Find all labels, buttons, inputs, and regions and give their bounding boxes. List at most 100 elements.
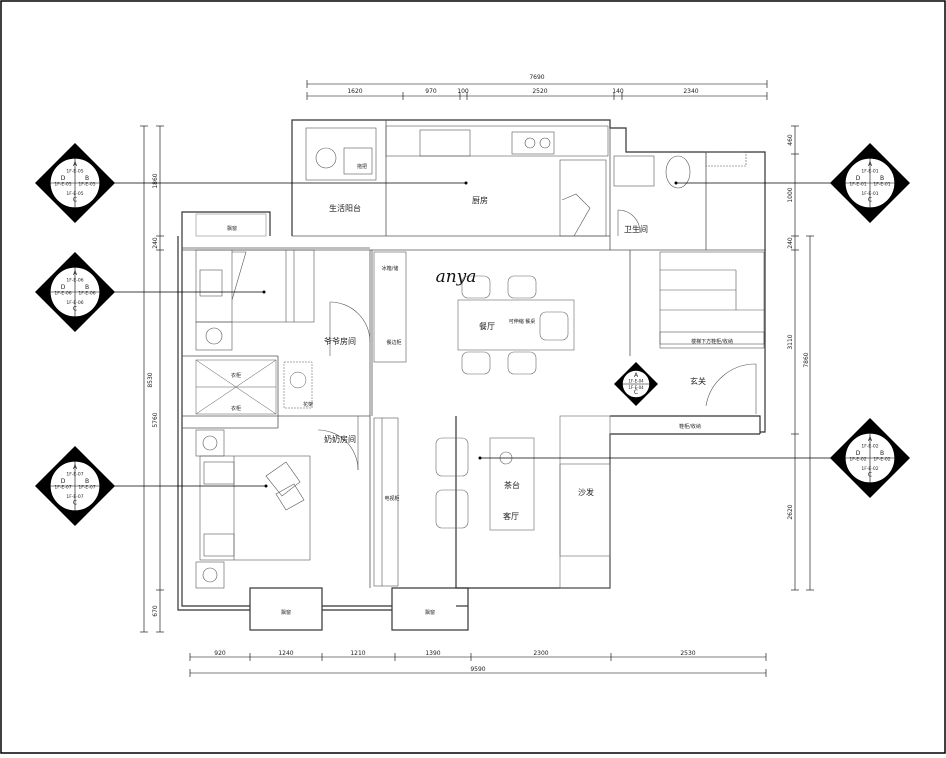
marker-code-d: 1F-E-07 <box>54 484 71 490</box>
dim-left-total: 8530 <box>147 372 154 387</box>
label-sofa: 沙发 <box>578 487 594 497</box>
dimension-top <box>306 80 768 100</box>
room-dining: 餐厅 <box>479 322 495 331</box>
marker-code-b: 1F-E-01 <box>873 181 890 187</box>
label-fridge: 冰箱/储 <box>382 265 399 272</box>
marker-code-a: 1F-E-05 <box>66 169 83 175</box>
dim-bottom-4: 1390 <box>425 650 440 657</box>
marker-letter-a: A <box>868 161 873 168</box>
dining-furniture <box>457 275 575 375</box>
wardrobe-block <box>195 359 313 415</box>
marker-code-b: 1F-E-06 <box>78 290 95 296</box>
dim-left-4: 670 <box>152 605 159 617</box>
bay-window-top <box>195 213 267 237</box>
dim-top-1: 1620 <box>347 88 362 95</box>
marker-code-c: 1F-E-06 <box>66 300 83 306</box>
marker-code-d: 1F-E-02 <box>849 456 866 462</box>
leader-lines <box>108 182 840 487</box>
marker-code-a: 1F-E-06 <box>66 278 83 284</box>
marker-code-a: 1F-E-02 <box>861 444 878 450</box>
marker-letter-d: D <box>61 478 66 485</box>
dim-bottom-5: 2300 <box>533 650 548 657</box>
label-tea-table: 茶台 <box>504 480 520 490</box>
marker-code-a: 1F-E-01 <box>861 169 878 175</box>
marker-code-c: 1F-E-01 <box>861 191 878 197</box>
label-wardrobe-b: 衣柜 <box>231 405 241 412</box>
label-sideboard: 餐边柜 <box>386 339 401 346</box>
marker-letter-d: D <box>61 175 66 182</box>
marker-letter-b: B <box>85 175 89 182</box>
dim-left-2: 240 <box>152 237 159 249</box>
marker-letter-a: A <box>73 270 78 277</box>
dim-right-4: 3110 <box>787 334 794 349</box>
marker-letter-c: C <box>868 196 872 203</box>
partitions <box>182 120 766 588</box>
room-grandpa: 爷爷房间 <box>324 336 356 346</box>
marker-letter-b: B <box>85 284 89 291</box>
label-stair-cabinet: 楼梯下方鞋柜/收纳 <box>691 338 733 345</box>
marker-code-c: 1F-E-04 <box>628 385 644 390</box>
grandpa-room-furniture <box>195 249 407 363</box>
marker-letter-c: C <box>634 389 638 396</box>
marker-code-a: 1F-E-07 <box>66 472 83 478</box>
living-furniture <box>435 415 611 589</box>
room-living: 客厅 <box>503 511 519 521</box>
label-tv-cabinet: 电视柜 <box>384 495 399 502</box>
marker-letter-c: C <box>73 305 77 312</box>
dim-right-3: 240 <box>787 237 794 249</box>
marker-letter-a: A <box>868 436 873 443</box>
leader-dots <box>262 181 678 488</box>
entrance-door <box>705 363 757 414</box>
marker-code-c: 1F-E-02 <box>861 466 878 472</box>
dim-right-5: 2620 <box>787 504 794 519</box>
marker-code-a: 1F-E-04 <box>628 379 644 384</box>
walls <box>177 119 766 631</box>
marker-code-b: 1F-E-05 <box>78 181 95 187</box>
marker-letter-a: A <box>73 464 78 471</box>
dim-top-total: 7690 <box>529 74 544 81</box>
marker-code-d: 1F-E-06 <box>54 290 71 296</box>
dim-bottom-6: 2530 <box>680 650 695 657</box>
dim-top-3: 100 <box>457 88 469 95</box>
marker-letter-d: D <box>856 450 861 457</box>
marker-letter-a: A <box>634 372 639 379</box>
staircase <box>659 251 765 349</box>
label-wardrobe-a: 衣柜 <box>231 372 241 379</box>
dimension-right <box>791 125 814 591</box>
room-kitchen: 厨房 <box>472 195 488 205</box>
marker-code-b: 1F-E-02 <box>873 456 890 462</box>
dim-right-total: 7860 <box>803 352 810 367</box>
bathroom-fixtures <box>613 151 747 236</box>
grandma-room-furniture <box>195 416 399 589</box>
label-dining-table: 可伸缩 餐桌 <box>509 318 536 325</box>
label-bay-window-c: 飘窗 <box>425 609 435 616</box>
kitchen-counter <box>305 125 609 237</box>
room-balcony: 生活阳台 <box>329 203 361 213</box>
label-mop: 拖把 <box>357 163 367 170</box>
dim-right-1: 460 <box>787 134 794 146</box>
label-bay-window-b: 飘窗 <box>281 609 291 616</box>
marker-code-c: 1F-E-05 <box>66 191 83 197</box>
dimension-bottom <box>189 653 767 677</box>
room-grandma: 奶奶房间 <box>324 434 356 444</box>
dim-right-2: 1000 <box>787 187 794 202</box>
marker-code-d: 1F-E-05 <box>54 181 71 187</box>
marker-letter-b: B <box>880 175 884 182</box>
dim-left-3: 5760 <box>152 412 159 427</box>
marker-code-d: 1F-E-01 <box>849 181 866 187</box>
watermark-text: anya <box>436 267 477 287</box>
dim-left-1: 1860 <box>152 173 159 188</box>
room-entrance: 玄关 <box>690 376 706 386</box>
marker-letter-b: B <box>880 450 884 457</box>
label-shoe-cabinet: 鞋柜/收纳 <box>679 423 701 430</box>
dim-top-4: 2520 <box>532 88 547 95</box>
elevation-markers: A1F-E-05D1F-E-05B1F-E-051F-E-05CA1F-E-06… <box>35 143 910 526</box>
marker-code-b: 1F-E-07 <box>78 484 95 490</box>
